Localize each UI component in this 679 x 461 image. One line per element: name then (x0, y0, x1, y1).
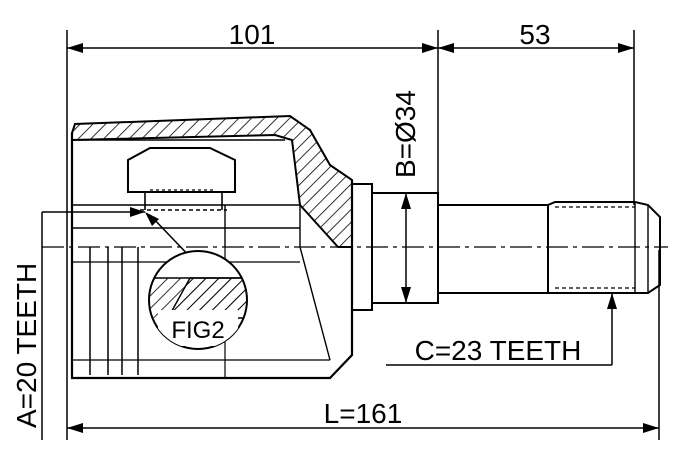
dimension-53-label: 53 (519, 19, 550, 50)
dimension-53: 53 (438, 19, 634, 53)
dimension-length-label: L=161 (324, 398, 403, 429)
dimension-length: L=161 (67, 398, 659, 433)
fig2-callout: FIG2 (145, 212, 248, 350)
spline-c-leader: C=23 TEETH (386, 293, 617, 366)
spline-a-leader: A=20 TEETH (11, 207, 145, 440)
dimension-101-label: 101 (229, 19, 276, 50)
fig2-label: FIG2 (171, 317, 224, 344)
spline-a-label: A=20 TEETH (11, 263, 42, 428)
dimension-101: 101 (67, 19, 438, 53)
dimension-diameter: B=Ø34 (390, 90, 421, 303)
spline-c-label: C=23 TEETH (415, 335, 582, 366)
joint-stem (351, 183, 661, 311)
joint-housing (70, 114, 354, 380)
dimension-diameter-label: B=Ø34 (390, 90, 421, 178)
